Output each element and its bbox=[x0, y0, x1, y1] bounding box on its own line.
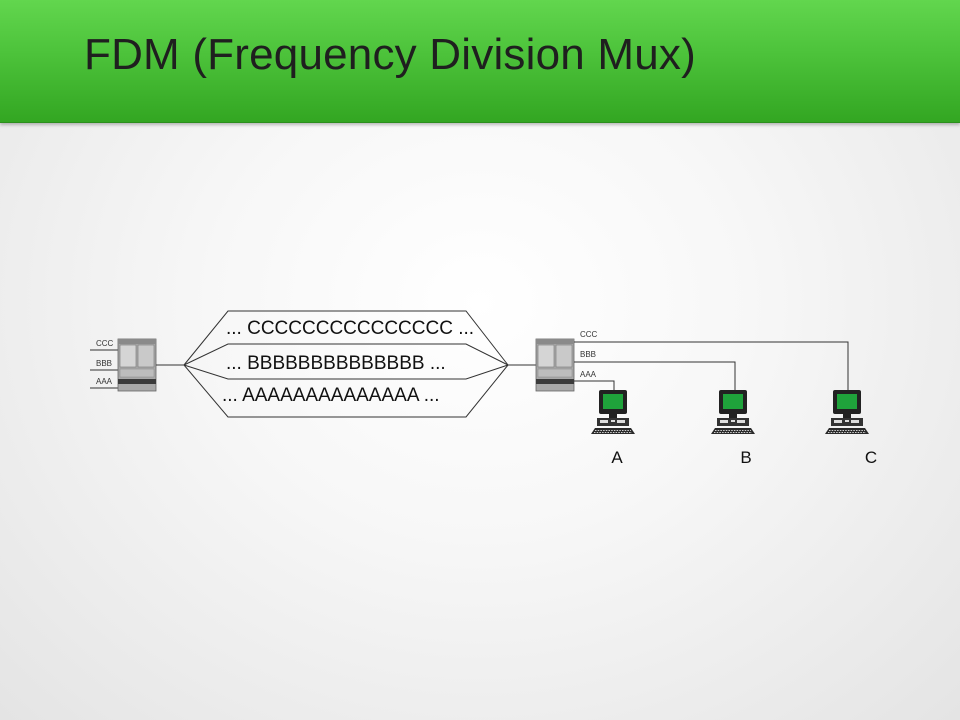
right-channel-label-ccc: CCC bbox=[580, 330, 598, 339]
stream-ccc: ... CCCCCCCCCCCCCCC ... bbox=[226, 318, 474, 339]
left-channel-label-bbb: BBB bbox=[96, 359, 112, 368]
left-channel-label-ccc: CCC bbox=[96, 339, 114, 348]
host-b: B bbox=[710, 389, 756, 467]
host-a: A bbox=[590, 389, 636, 467]
host-c: C bbox=[824, 389, 877, 467]
host-label-a: A bbox=[611, 448, 623, 467]
band-lower-mid-line bbox=[183, 364, 509, 380]
left-mux: CCC BBB AAA bbox=[90, 338, 157, 392]
band-upper-mid-line bbox=[183, 343, 509, 366]
fdm-link bbox=[156, 310, 536, 418]
host-label-b: B bbox=[740, 448, 751, 467]
page-title: FDM (Frequency Division Mux) bbox=[84, 30, 696, 79]
computer-icon bbox=[824, 389, 870, 435]
right-channel-label-aaa: AAA bbox=[580, 370, 597, 379]
wire-to-host-b bbox=[574, 361, 736, 392]
band-top-line bbox=[183, 310, 509, 366]
computer-icon bbox=[710, 389, 756, 435]
right-channel-label-bbb: BBB bbox=[580, 350, 596, 359]
left-mux-icon bbox=[117, 338, 157, 392]
stream-bbb: ... BBBBBBBBBBBBBB ... bbox=[226, 353, 446, 374]
right-mux-icon bbox=[535, 338, 575, 392]
right-mux: CCC BBB AAA bbox=[535, 330, 849, 392]
band-bottom-line bbox=[183, 364, 509, 418]
wire-to-host-a bbox=[574, 380, 615, 392]
left-channel-label-aaa: AAA bbox=[96, 377, 113, 386]
title-bar: FDM (Frequency Division Mux) bbox=[0, 0, 960, 123]
wire-to-host-c bbox=[574, 341, 849, 392]
host-label-c: C bbox=[865, 448, 877, 467]
computer-icon bbox=[590, 389, 636, 435]
stream-aaa: ... AAAAAAAAAAAAAA ... bbox=[222, 385, 440, 406]
